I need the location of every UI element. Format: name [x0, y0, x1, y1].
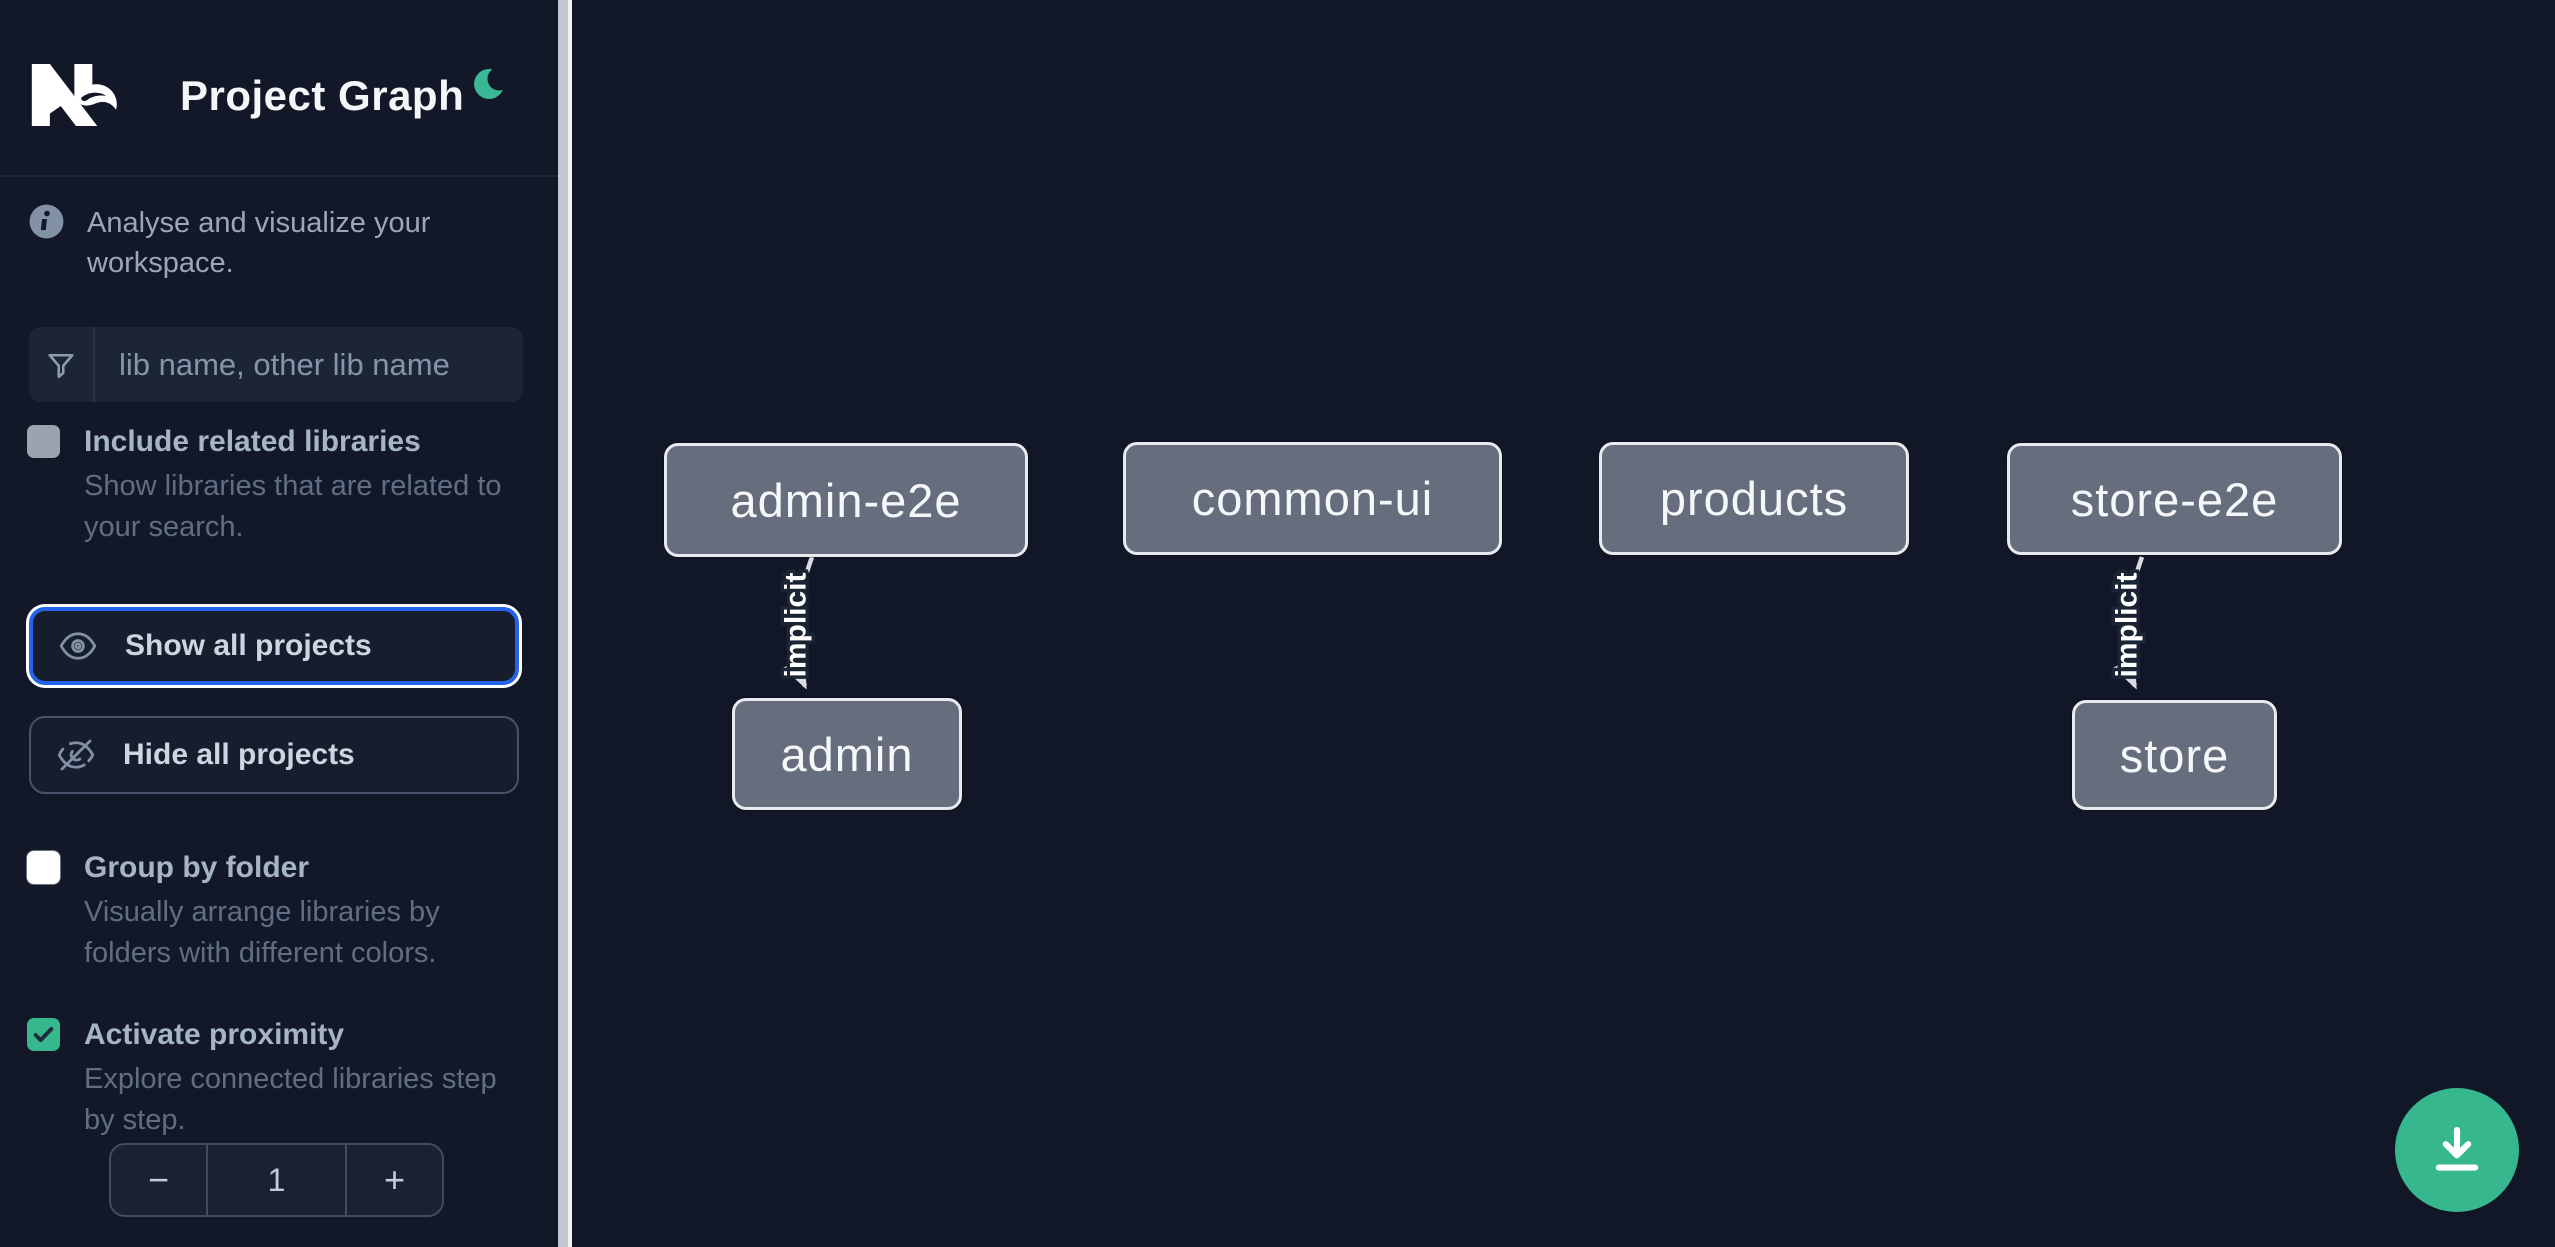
activate-proximity-checkbox[interactable] [27, 1018, 60, 1051]
edge-admin-e2e-admin [783, 556, 815, 690]
graph-node-admin[interactable]: admin [732, 698, 962, 810]
toggle-label: Activate proximity [84, 1018, 345, 1051]
decrement-button[interactable]: − [111, 1145, 208, 1215]
nx-logo [31, 63, 117, 127]
graph-edges: implicit implicit [776, 556, 2147, 690]
toggle-activate-proximity: Activate proximity Explore connected lib… [27, 1016, 527, 1141]
toggle-label: Group by folder [84, 851, 309, 884]
workspace-info: Analyse and visualize your workspace. [28, 203, 528, 283]
toggle-description: Explore connected libraries step by step… [84, 1063, 497, 1136]
group-by-folder-checkbox[interactable] [27, 851, 60, 884]
toggle-description: Visually arrange libraries by folders wi… [84, 896, 440, 969]
graph-node-admin-e2e[interactable]: admin-e2e [664, 443, 1028, 557]
graph-node-products[interactable]: products [1599, 442, 1909, 555]
search-box [29, 327, 523, 402]
eye-off-icon [57, 739, 95, 771]
toggle-group-by-folder: Group by folder Visually arrange librari… [27, 849, 527, 974]
stepper-value: 1 [267, 1161, 286, 1198]
download-image-button[interactable] [2395, 1088, 2519, 1212]
graph-node-common-ui[interactable]: common-ui [1123, 442, 1502, 555]
show-all-projects-button[interactable]: Show all projects [29, 607, 519, 685]
info-text: Analyse and visualize your workspace. [87, 207, 431, 279]
checkmark-icon [33, 1026, 54, 1043]
sidebar-scrollbar[interactable] [558, 0, 572, 1247]
edge-label-implicit: implicit [2111, 572, 2144, 677]
eye-icon [59, 632, 97, 660]
toggle-label: Include related libraries [84, 425, 421, 458]
increment-button[interactable]: + [345, 1145, 442, 1215]
info-icon [29, 204, 64, 239]
graph-canvas[interactable]: implicit implicit admin-e2e common-ui pr… [572, 0, 2555, 1247]
hide-all-projects-label: Hide all projects [123, 738, 355, 771]
toggle-description: Show libraries that are related to your … [84, 470, 502, 543]
moon-icon [474, 68, 503, 99]
proximity-depth-stepper: − 1 + [109, 1143, 444, 1217]
sidebar-header: Project Graph [0, 0, 558, 177]
hide-all-projects-button[interactable]: Hide all projects [29, 716, 519, 794]
scrollbar-thumb[interactable] [558, 0, 568, 1247]
sidebar: Project Graph Analyse and visualize your… [0, 0, 558, 1247]
download-icon [2435, 1126, 2479, 1171]
search-input[interactable] [95, 327, 523, 402]
filter-funnel-icon [48, 353, 74, 378]
filter-icon-cell [29, 327, 95, 402]
edge-store-e2e-store [2113, 556, 2145, 690]
dark-mode-toggle[interactable] [466, 62, 512, 108]
show-all-projects-label: Show all projects [125, 629, 372, 662]
toggle-include-related: Include related libraries Show libraries… [27, 423, 527, 548]
graph-node-store[interactable]: store [2072, 700, 2277, 810]
graph-node-store-e2e[interactable]: store-e2e [2007, 443, 2342, 555]
edge-label-implicit: implicit [780, 572, 813, 677]
page-title: Project Graph [180, 72, 465, 119]
include-related-checkbox[interactable] [27, 425, 60, 458]
